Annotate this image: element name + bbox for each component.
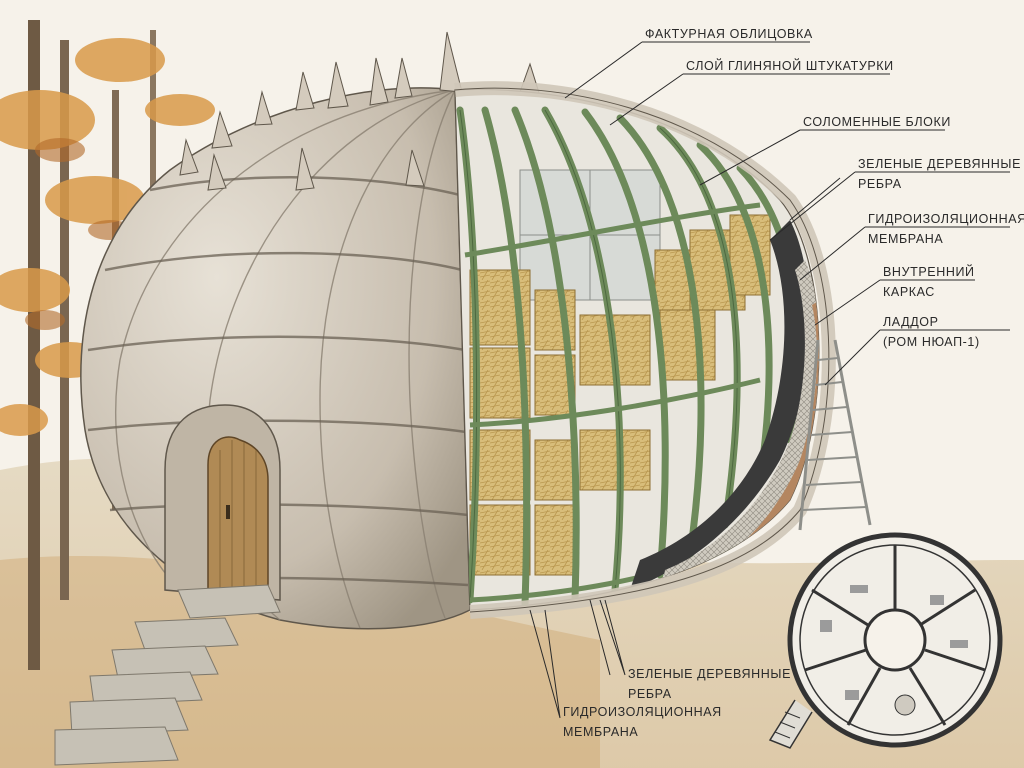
label-membrane-top-2: МЕМБРАНА	[868, 232, 943, 246]
label-ribs-bottom-1: ЗЕЛЕНЫЕ ДЕРЕВЯННЫЕ	[628, 667, 791, 681]
label-ladder-1: ЛАДДОР	[883, 315, 939, 329]
label-clay: СЛОЙ ГЛИНЯНОЙ ШТУКАТУРКИ	[686, 58, 894, 73]
label-frame-2: КАРКАС	[883, 285, 935, 299]
leader-lines	[529, 41, 1010, 719]
label-ribs-bottom-2: РЕБРА	[628, 687, 672, 701]
membrane-layer	[630, 220, 810, 590]
label-membrane-bottom-2: МЕМБРАНА	[563, 725, 638, 739]
label-facing: ФАКТУРНАЯ ОБЛИЦОВКА	[645, 27, 813, 41]
label-membrane-top-1: ГИДРОИЗОЛЯЦИОННАЯ	[868, 212, 1024, 226]
stepping-stones	[54, 584, 281, 766]
door-icon	[164, 404, 281, 601]
cutaway-section	[454, 81, 836, 619]
mesh-layer	[660, 260, 819, 598]
label-ribs-top-2: РЕБРА	[858, 177, 902, 191]
callout-labels: ФАКТУРНАЯ ОБЛИЦОВКА СЛОЙ ГЛИНЯНОЙ ШТУКАТ…	[563, 27, 1024, 739]
ladder-icon	[798, 339, 872, 531]
floor-plan-icon	[768, 532, 1003, 749]
label-ribs-top-1: ЗЕЛЕНЫЕ ДЕРЕВЯННЫЕ	[858, 157, 1021, 171]
label-ladder-2: (РОМ НЮАП-1)	[883, 335, 980, 349]
label-straw: СОЛОМЕННЫЕ БЛОКИ	[803, 115, 951, 129]
label-frame-1: ВНУТРЕННИЙ	[883, 264, 975, 279]
label-membrane-bottom-1: ГИДРОИЗОЛЯЦИОННАЯ	[563, 705, 722, 719]
